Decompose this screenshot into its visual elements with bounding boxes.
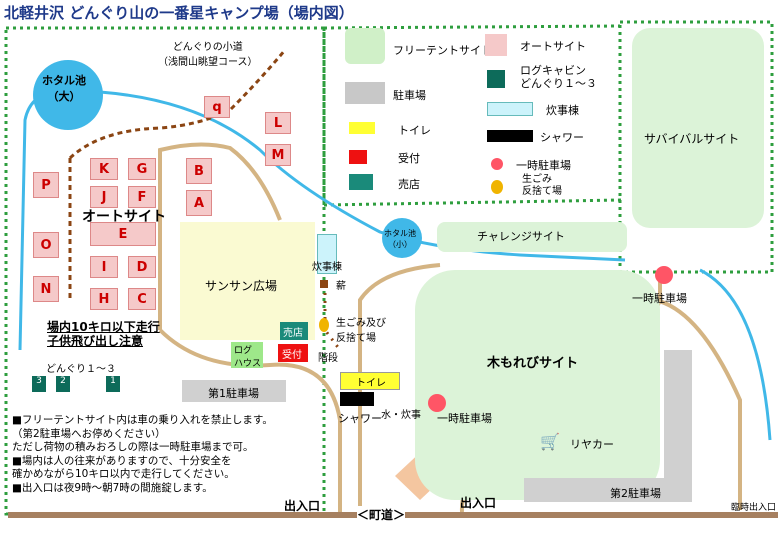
legend-parking-label: 駐車場	[393, 89, 426, 102]
cart-icon: 🛒	[540, 432, 560, 451]
pond-big-label: ホタル池 （大）	[42, 74, 86, 103]
pond-big	[33, 60, 103, 130]
road-label: ＜町道＞	[357, 506, 406, 523]
kitchen-building	[317, 234, 337, 274]
legend-parking-swatch	[345, 82, 385, 104]
log-house	[231, 342, 263, 368]
legend-auto-site-swatch	[485, 34, 507, 56]
site-b[interactable]: B	[186, 158, 212, 184]
water-label: 水・炊事	[381, 410, 421, 421]
site-l[interactable]: L	[265, 112, 291, 134]
legend-shower-label: シャワー	[540, 131, 584, 144]
legend-garbage-label: 生ごみ 反捨て場	[522, 174, 562, 197]
boundary-right	[618, 20, 774, 274]
site-q[interactable]: q	[204, 96, 230, 118]
page-title: 北軽井沢 どんぐり山の一番星キャンプ場（場内図）	[4, 4, 354, 22]
sunsun-plaza	[180, 222, 315, 340]
legend-shop-label: 売店	[398, 178, 420, 191]
site-j[interactable]: J	[90, 186, 118, 208]
log-house-label: ログ ハウス	[234, 346, 262, 369]
site-c[interactable]: C	[128, 288, 156, 310]
legend-shower-swatch	[487, 130, 533, 142]
shop-building	[280, 322, 308, 340]
legend-reception-label: 受付	[398, 152, 420, 165]
cabin-2: 2	[56, 376, 70, 392]
legend-garbage-swatch	[491, 180, 503, 194]
speed-warning: 場内10キロ以下走行 子供飛び出し注意	[47, 320, 160, 348]
parking-2	[524, 478, 692, 502]
survival-site-area	[632, 28, 764, 228]
stream-left	[18, 90, 56, 351]
donguri-cabins-label: どんぐり１～３	[46, 364, 116, 375]
legend-temp-parking-swatch	[491, 158, 503, 170]
site-h[interactable]: H	[90, 288, 118, 310]
kitchen-label: 炊事棟	[312, 262, 342, 273]
temp-parking-2-label: 一時駐車場	[632, 292, 687, 305]
legend-kitchen-label: 炊事棟	[546, 104, 579, 117]
komorebi-site-area	[415, 270, 660, 500]
legend-reception-swatch	[349, 150, 367, 164]
challenge-label: チャレンジサイト	[477, 230, 565, 243]
auto-site-area-label: オートサイト	[82, 209, 166, 225]
toilet-building	[340, 372, 400, 390]
parking-1	[182, 380, 286, 402]
parking-2-label: 第2駐車場	[610, 487, 661, 500]
site-f[interactable]: F	[128, 186, 156, 208]
legend-temp-parking-label: 一時駐車場	[516, 159, 571, 172]
garbage-marker	[319, 318, 329, 332]
toilet-label: トイレ	[356, 378, 386, 389]
road-inner	[158, 142, 282, 330]
cabin-1: 1	[106, 376, 120, 392]
parking-2-vertical	[664, 350, 692, 500]
site-p[interactable]: P	[33, 172, 59, 198]
site-d[interactable]: D	[128, 256, 156, 278]
legend-shop-swatch	[349, 174, 373, 190]
site-i[interactable]: I	[90, 256, 118, 278]
firewood-marker	[320, 280, 328, 288]
garbage-label: 生ごみ及び 反捨て場	[336, 318, 386, 344]
site-e[interactable]: E	[90, 222, 156, 246]
sunsun-label: サンサン広場	[205, 279, 278, 293]
survival-label: サバイバルサイト	[644, 132, 740, 146]
shower-building	[340, 392, 374, 406]
legend-log-cabin-label: ログキャビン どんぐり１～３	[520, 64, 597, 90]
entrance-1-label: 出入口	[284, 499, 321, 513]
legend-log-cabin-swatch	[487, 70, 505, 88]
shower-label: シャワー	[338, 412, 382, 425]
pond-small-label: ホタル池 （小）	[384, 229, 416, 249]
parking-1-label: 第1駐車場	[208, 387, 259, 400]
shop-label: 売店	[283, 328, 303, 339]
site-k[interactable]: K	[90, 158, 118, 180]
komorebi-label: 木もれびサイト	[487, 356, 579, 371]
cart-label: リヤカー	[570, 438, 614, 451]
legend-free-tent-swatch	[345, 28, 385, 64]
legend-toilet-swatch	[349, 122, 375, 134]
temp-parking-2-marker	[655, 266, 673, 284]
reception-label: 受付	[282, 350, 302, 361]
legend-toilet-label: トイレ	[398, 124, 431, 137]
temp-parking-1-marker	[428, 394, 446, 412]
site-m[interactable]: M	[265, 144, 291, 166]
entrance-2-label: 出入口	[460, 496, 497, 510]
donguri-path-label: どんぐりの小道 （浅間山眺望コース）	[158, 42, 258, 68]
reception-building	[278, 344, 308, 362]
rules-notes: ■フリーテントサイト内は車の乗り入れを禁止します。 （第2駐車場へお停めください…	[12, 414, 273, 494]
site-n[interactable]: N	[33, 276, 59, 302]
pond-small	[382, 218, 422, 258]
legend-free-tent-label: フリーテントサイト	[393, 44, 492, 57]
site-g[interactable]: G	[128, 158, 156, 180]
stream-right	[699, 268, 772, 441]
legend-kitchen-swatch	[487, 102, 533, 116]
firewood-label: 薪	[336, 281, 346, 292]
site-o[interactable]: O	[33, 232, 59, 258]
cabin-3: 3	[32, 376, 46, 392]
challenge-site-area	[437, 222, 627, 252]
temp-entrance-label: 臨時出入口	[731, 503, 777, 513]
site-a[interactable]: A	[186, 190, 212, 216]
legend-auto-site-label: オートサイト	[520, 40, 586, 53]
temp-parking-1-label: 一時駐車場	[437, 412, 492, 425]
stairs-label: 階段	[318, 353, 338, 364]
